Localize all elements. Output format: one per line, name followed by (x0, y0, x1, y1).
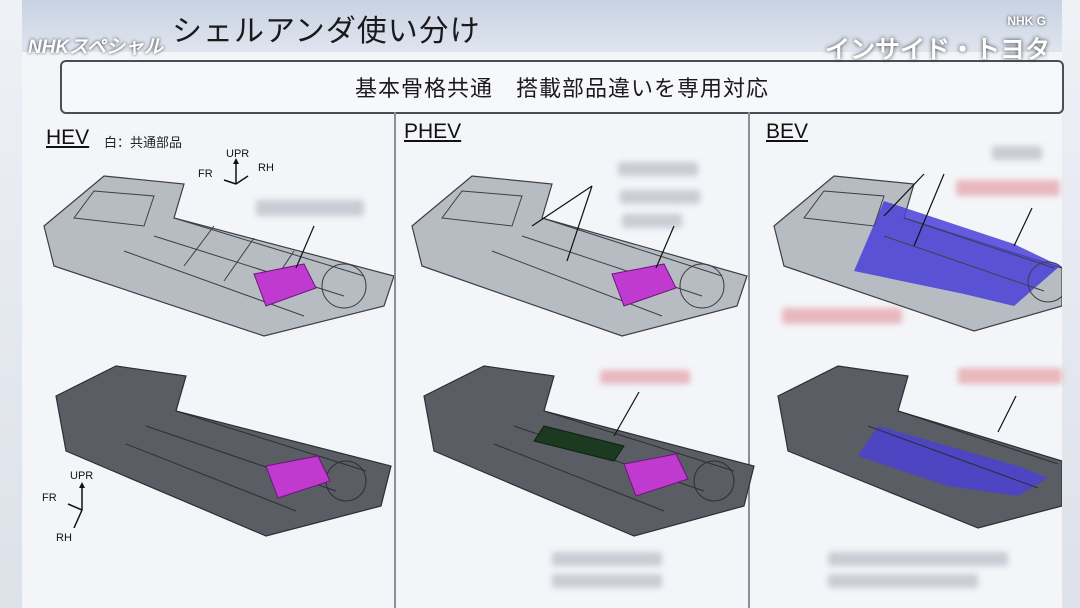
column-divider (748, 112, 750, 608)
column-label-hev: HEV (46, 126, 90, 149)
axis-label-right: RH (258, 162, 274, 174)
axis-label-up: UPR (226, 148, 250, 160)
hev-body-diagram-top (43, 175, 394, 337)
column-label-bev: BEV (766, 120, 809, 143)
common-parts-note: 白：共通部品 (104, 136, 183, 151)
broadcast-logo-left: NHKスペシャル (28, 37, 163, 58)
redacted-text (620, 190, 700, 204)
bev-body-diagram-bottom (777, 365, 1062, 529)
hev-body-diagram-bottom (55, 365, 392, 537)
redacted-text (552, 552, 662, 566)
axis-indicator-icon (67, 482, 85, 529)
broadcast-program-title: インサイド・トヨタ (824, 36, 1050, 64)
redacted-text (256, 200, 364, 216)
axis-label-front: FR (198, 168, 213, 180)
slide-title: シェルアンダ使い分け (172, 14, 481, 49)
redacted-text (552, 574, 662, 588)
redacted-text (958, 368, 1062, 384)
redacted-text (622, 214, 682, 228)
axis-indicator-icon (223, 158, 249, 185)
presentation-slide: シェルアンダ使い分け 基本骨格共通 搭載部品違いを専用対応 HEV 白：共通部品… (22, 0, 1064, 608)
broadcast-logo-channel: NHK G (1007, 14, 1046, 28)
axis-label-front: FR (42, 492, 57, 504)
column-label-phev: PHEV (404, 120, 462, 143)
axis-label-right: RH (56, 532, 72, 544)
slide-title-bar (22, 0, 1062, 52)
redacted-text (828, 552, 1008, 566)
slide-banner: 基本骨格共通 搭載部品違いを専用対応 (60, 60, 1064, 114)
redacted-text (782, 308, 902, 324)
axis-label-up: UPR (70, 470, 94, 482)
phev-body-diagram-bottom (423, 365, 755, 537)
column-divider (394, 112, 396, 608)
redacted-text (956, 180, 1060, 196)
redacted-text (600, 370, 690, 384)
phev-body-diagram-top (411, 175, 748, 337)
bev-body-diagram-top (773, 173, 1062, 332)
redacted-text (828, 574, 978, 588)
banner-text: 基本骨格共通 搭載部品違いを専用対応 (354, 77, 769, 102)
redacted-text (618, 162, 698, 176)
redacted-text (992, 146, 1042, 160)
